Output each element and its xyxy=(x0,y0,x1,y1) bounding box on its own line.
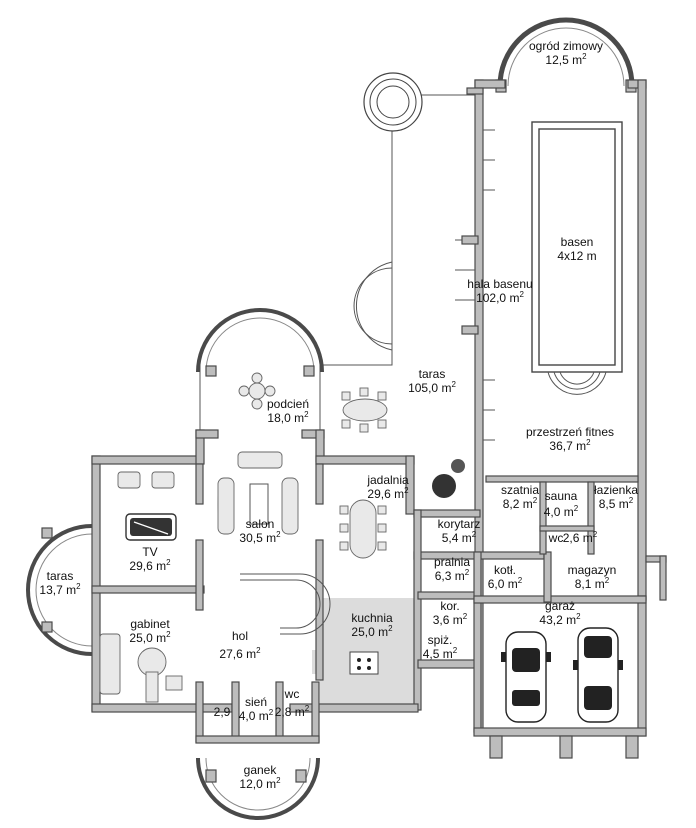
room-name: ogród zimowy xyxy=(529,39,603,53)
room-area: 2,6 m2 xyxy=(563,530,598,545)
room-area: 29,6 m2 xyxy=(367,486,409,501)
walls xyxy=(91,79,667,759)
room-name: basen xyxy=(561,235,594,249)
room-area: 18,0 m2 xyxy=(267,410,309,425)
room-name: hala basenu xyxy=(467,277,532,291)
porch-arch xyxy=(196,757,320,820)
room-name: korytarz xyxy=(438,517,481,531)
pool-hall-doors xyxy=(455,129,495,441)
room-area: 5,4 m2 xyxy=(442,530,477,545)
room-area: 4,0 m2 xyxy=(239,708,274,723)
room-name: przestrzeń fitnes xyxy=(526,425,614,439)
terrace-outline xyxy=(199,94,475,432)
room-name: szatnia xyxy=(501,483,539,497)
room-area: 102,0 m2 xyxy=(476,290,524,305)
room-area: 8,2 m2 xyxy=(503,496,538,511)
room-area: 25,0 m2 xyxy=(129,630,171,645)
room-name: kotł. xyxy=(494,563,516,577)
room-area: 3,6 m2 xyxy=(433,612,468,627)
car-left xyxy=(501,631,551,723)
room-area: 30,5 m2 xyxy=(239,530,281,545)
room-area: 6,0 m2 xyxy=(488,576,523,591)
room-name: salon xyxy=(246,517,275,531)
room-name: sień xyxy=(245,695,267,709)
room-label-kotl: kotł.6,0 m2 xyxy=(488,563,523,591)
room-name: hol xyxy=(232,629,248,643)
room-name: pralnia xyxy=(434,555,470,569)
furniture xyxy=(99,372,465,703)
room-area: 4x12 m xyxy=(557,249,596,263)
room-name: wc xyxy=(284,687,300,701)
room-name: podcień xyxy=(267,397,309,411)
room-name: gabinet xyxy=(130,617,170,631)
room-label-spiz: spiż.4,5 m2 xyxy=(423,633,458,661)
room-label-wc-main: wc 2,8 m2 xyxy=(275,687,310,719)
room-name: garaż xyxy=(545,599,575,613)
room-area: 105,0 m2 xyxy=(408,380,456,395)
room-area: 2,9 xyxy=(214,705,231,719)
room-name: jadalnia xyxy=(366,473,409,487)
pool xyxy=(531,121,623,395)
room-area: 43,2 m2 xyxy=(539,612,581,627)
room-area: 8,1 m2 xyxy=(575,576,610,591)
room-label-kor: kor.3,6 m2 xyxy=(433,599,468,627)
side-terrace-arch xyxy=(26,524,93,656)
room-name: spiż. xyxy=(428,633,453,647)
room-area: 12,0 m2 xyxy=(239,776,281,791)
room-area: 8,5 m2 xyxy=(599,496,634,511)
room-name: wc xyxy=(548,531,564,545)
room-area: 13,7 m2 xyxy=(39,582,81,597)
room-name: kuchnia xyxy=(351,611,393,625)
room-name: kor. xyxy=(440,599,459,613)
room-name: taras xyxy=(419,367,446,381)
room-area: 25,0 m2 xyxy=(351,624,393,639)
room-label-garderoba: 2,9 xyxy=(214,705,231,719)
room-name: ganek xyxy=(244,763,278,777)
room-area: 4,0 m2 xyxy=(544,504,579,519)
round-column xyxy=(363,72,423,132)
room-name: TV xyxy=(142,545,157,559)
room-area: 29,6 m2 xyxy=(129,558,171,573)
room-area: 12,5 m2 xyxy=(545,52,587,67)
room-name: łazienka xyxy=(594,483,638,497)
car-right xyxy=(573,627,623,723)
room-label-hol: hol 27,6 m2 xyxy=(219,629,261,661)
room-name: magazyn xyxy=(568,563,617,577)
room-name: sauna xyxy=(545,489,578,503)
room-area: 27,6 m2 xyxy=(219,646,261,661)
room-area: 4,5 m2 xyxy=(423,646,458,661)
room-area: 6,3 m2 xyxy=(435,568,470,583)
room-area: 2,8 m2 xyxy=(275,704,310,719)
arcade-arch xyxy=(196,308,324,377)
room-name: taras xyxy=(47,569,74,583)
room-area: 36,7 m2 xyxy=(549,438,591,453)
